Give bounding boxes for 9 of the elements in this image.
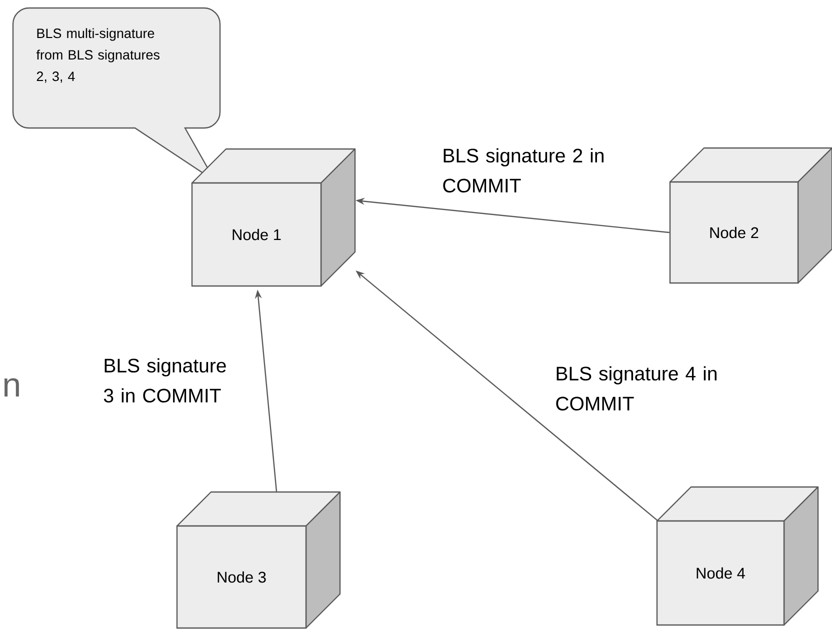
cube-node: Node 2 — [669, 147, 832, 284]
edge-label: BLS signature 4 in COMMIT — [556, 366, 716, 411]
edge-label: BLS signature 3 in COMMIT — [104, 358, 226, 403]
speech-bubble: BLS multi-signature from BLS signatures 2, 3, 4 — [12, 7, 221, 182]
text-fragment: n — [4, 378, 19, 396]
edge-label: BLS signature 2 in COMMIT — [443, 148, 604, 193]
cube-node: Node 1 — [191, 148, 356, 287]
cube-node: Node 4 — [656, 486, 819, 626]
cube-node: Node 3 — [176, 491, 341, 629]
